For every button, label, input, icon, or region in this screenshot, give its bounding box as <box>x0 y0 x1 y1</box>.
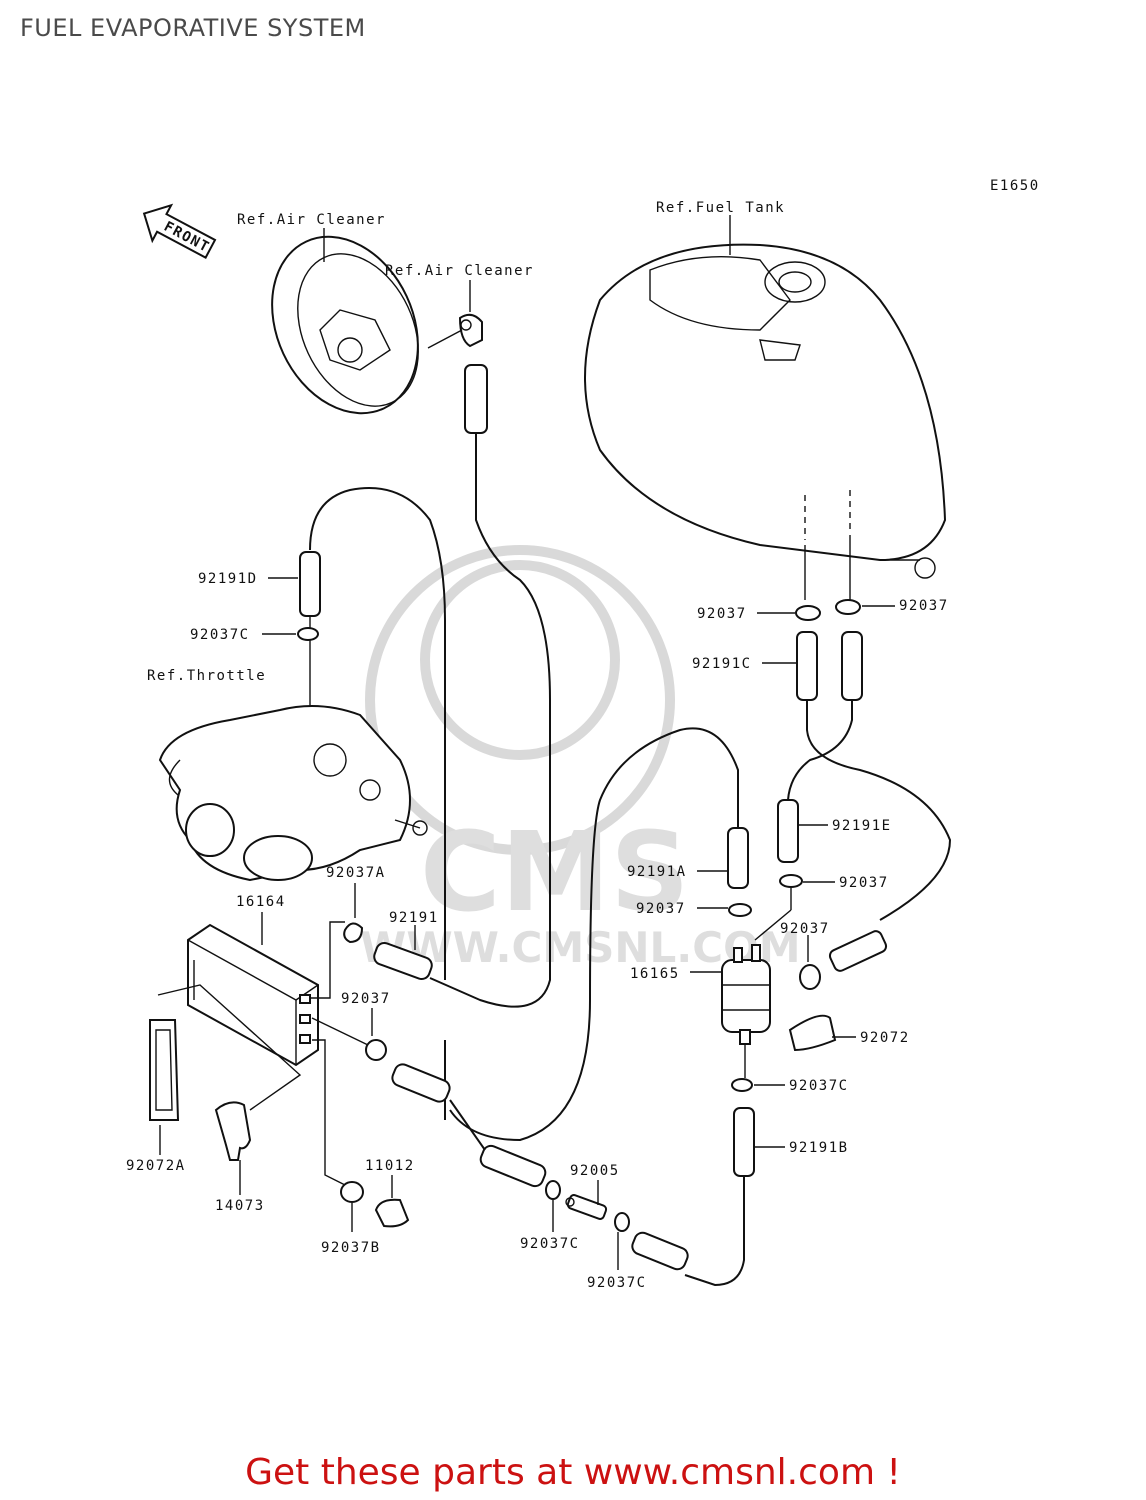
fitting-92005 <box>565 1194 608 1220</box>
hose-92191D <box>299 551 321 617</box>
clamp-92037-right <box>835 599 861 615</box>
clamp-92037-filter <box>799 964 821 990</box>
clamp-92037-left <box>795 605 821 621</box>
canister-16164 <box>187 923 319 1067</box>
clamp-92037-mid-right <box>779 874 803 888</box>
part-label-92037C-top: 92037C <box>190 627 250 643</box>
strap-92072 <box>788 1014 837 1052</box>
part-label-92037-right: 92037 <box>899 598 949 614</box>
ref-air-cleaner-label-1: Ref.Air Cleaner <box>237 212 386 228</box>
part-label-16165: 16165 <box>630 966 680 982</box>
hose-92191A <box>727 827 749 889</box>
ref-throttle-label: Ref.Throttle <box>147 668 266 684</box>
part-label-92037A: 92037A <box>326 865 386 881</box>
footer-link[interactable]: Get these parts at www.cmsnl.com ! <box>245 1452 901 1493</box>
front-arrow-icon: FRONT <box>142 203 217 259</box>
part-label-92191D: 92191D <box>198 571 258 587</box>
hose-92191B <box>733 1107 755 1177</box>
part-label-92037C-filter: 92037C <box>789 1078 849 1094</box>
watermark: CMS WWW.CMSNL.COM <box>360 545 801 972</box>
part-label-92191E: 92191E <box>832 818 892 834</box>
clamp-92037-mid-left <box>728 903 752 917</box>
clamp-92037C-bottom-1 <box>545 1180 561 1200</box>
page-title: FUEL EVAPORATIVE SYSTEM <box>20 14 366 42</box>
part-label-92037-mid-left: 92037 <box>636 901 686 917</box>
part-label-92037C-bottom-1: 92037C <box>520 1236 580 1252</box>
throttle-body-illustration <box>158 705 428 882</box>
part-label-92037C-bottom-2: 92037C <box>587 1275 647 1291</box>
hose-92191 <box>373 941 433 981</box>
hose-air-cleaner <box>464 364 488 434</box>
hose-lower-right <box>631 1231 689 1271</box>
hose-92191C-left <box>796 631 818 701</box>
part-label-92037-mid-right: 92037 <box>839 875 889 891</box>
part-label-92005: 92005 <box>570 1163 620 1179</box>
hose-to-tank-overflow <box>828 930 888 972</box>
part-label-92191C: 92191C <box>692 656 752 672</box>
part-label-92191: 92191 <box>389 910 439 926</box>
diagram-code: E1650 <box>990 178 1040 194</box>
hose-lower-center-2 <box>479 1144 547 1188</box>
hose-92191E <box>777 799 799 863</box>
part-label-92037-left: 92037 <box>697 606 747 622</box>
clamp-92037C-bottom-2 <box>614 1212 630 1232</box>
part-label-92037-filter: 92037 <box>780 921 830 937</box>
fuel-tank-illustration <box>584 243 947 579</box>
watermark-logo-text: CMS <box>420 808 689 936</box>
clamp-92037C-top <box>297 627 319 641</box>
cap-11012 <box>374 1198 410 1228</box>
part-label-92072A: 92072A <box>126 1158 186 1174</box>
part-label-92191A: 92191A <box>627 864 687 880</box>
part-label-16164: 16164 <box>236 894 286 910</box>
clamp-92037C-filter <box>731 1078 753 1092</box>
part-label-92037B: 92037B <box>321 1240 381 1256</box>
part-label-92072: 92072 <box>860 1030 910 1046</box>
hose-92191C-right <box>841 631 863 701</box>
part-label-92191B: 92191B <box>789 1140 849 1156</box>
clamp-92037-canister <box>365 1039 387 1061</box>
pipe-14073 <box>214 1101 252 1161</box>
valve-16165 <box>721 944 771 1045</box>
clamp-92037A <box>343 922 364 944</box>
part-label-11012: 11012 <box>365 1158 415 1174</box>
ref-fuel-tank-label: Ref.Fuel Tank <box>656 200 785 216</box>
ref-air-cleaner-label-2: Ref.Air Cleaner <box>385 263 534 279</box>
strap-92072A <box>149 1019 180 1121</box>
air-cleaner-fitting <box>458 313 483 348</box>
part-label-14073: 14073 <box>215 1198 265 1214</box>
part-label-92037-canister: 92037 <box>341 991 391 1007</box>
air-cleaner-illustration <box>271 235 419 415</box>
hose-lower-center-1 <box>391 1063 451 1103</box>
clamp-92037B <box>340 1181 364 1203</box>
